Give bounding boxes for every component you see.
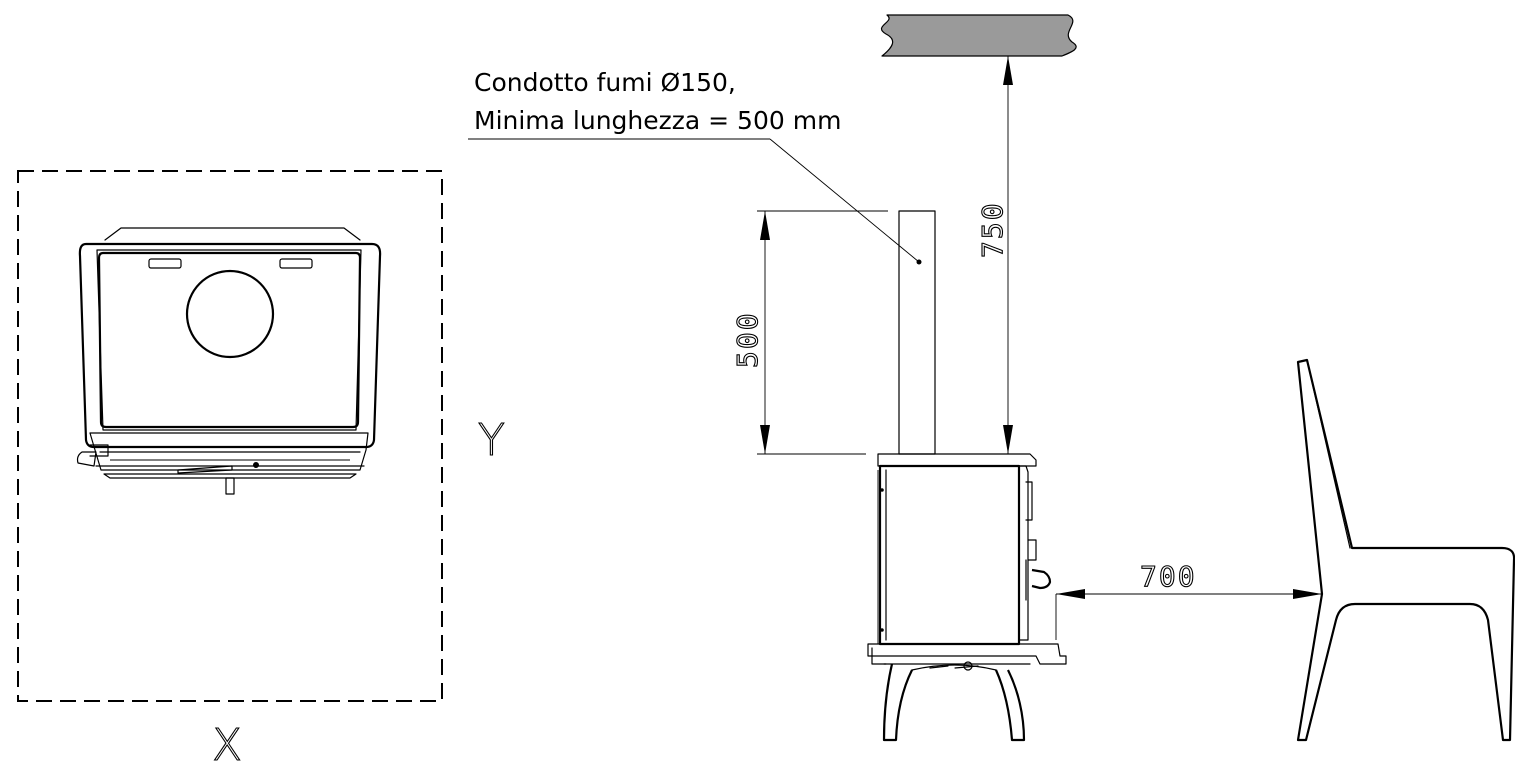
chair (1296, 358, 1515, 742)
ceiling-section (880, 14, 1077, 57)
dimension-700: 700 (1055, 559, 1322, 640)
stove-side-view (867, 453, 1067, 742)
dimension-label-500: 500 (731, 311, 764, 368)
flue-collar (185, 269, 275, 359)
stove-leg-right (994, 669, 1026, 742)
plan-view: X Y (17, 170, 505, 772)
flue-note: Condotto fumi Ø150, Minima lunghezza = 5… (468, 68, 922, 265)
axis-label-x: X (212, 720, 242, 771)
leader-dot (916, 259, 922, 265)
dimension-label-700: 700 (1140, 560, 1197, 593)
dimension-750: 750 (975, 56, 1013, 454)
dimension-label-750: 750 (976, 201, 1009, 258)
stove-top-view (76, 227, 382, 495)
clearance-zone-outline (17, 170, 443, 702)
axis-label-y: Y (478, 415, 505, 466)
stove-leg-left (882, 663, 913, 742)
flue-pipe (898, 210, 936, 455)
note-leader (769, 138, 920, 263)
dimension-500: 500 (730, 210, 888, 455)
note-line-1: Condotto fumi Ø150, (474, 68, 736, 97)
note-line-2: Minima lunghezza = 500 mm (474, 106, 841, 135)
